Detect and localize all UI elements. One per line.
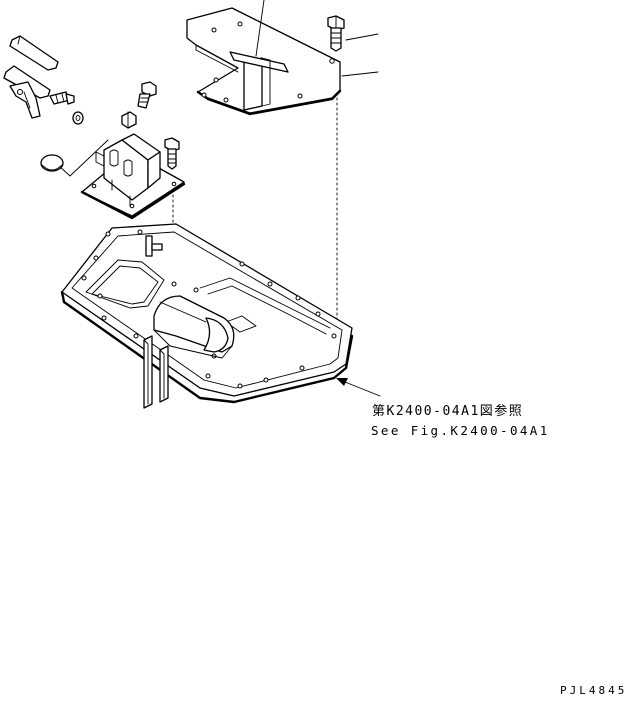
reference-text-english: See Fig.K2400-04A1 xyxy=(371,423,550,438)
leader-bolt xyxy=(345,33,379,41)
cylindrical-cover xyxy=(153,295,235,359)
knob-cap xyxy=(40,154,64,172)
lever-top xyxy=(9,35,59,71)
reference-arrow xyxy=(336,378,381,397)
nut xyxy=(121,111,137,129)
washer xyxy=(72,111,84,125)
lower-bracket-right xyxy=(159,345,169,403)
bolt-middle xyxy=(164,137,180,170)
reference-text-japanese: 第K2400-04A1図参照 xyxy=(372,403,523,419)
leader-knob xyxy=(57,139,109,177)
leader-plate xyxy=(341,71,379,77)
lever-housing xyxy=(95,133,161,207)
lever-pin xyxy=(49,91,75,105)
locating-pin xyxy=(145,235,163,257)
bolt-upper xyxy=(327,15,345,52)
lower-bracket-left xyxy=(143,335,153,409)
lever-arm xyxy=(3,65,51,119)
drawing-code: PJL4845 xyxy=(560,684,627,697)
leader-upper-vertical xyxy=(255,0,265,57)
small-bolt-left xyxy=(137,81,157,109)
hanging-bracket xyxy=(229,51,289,111)
